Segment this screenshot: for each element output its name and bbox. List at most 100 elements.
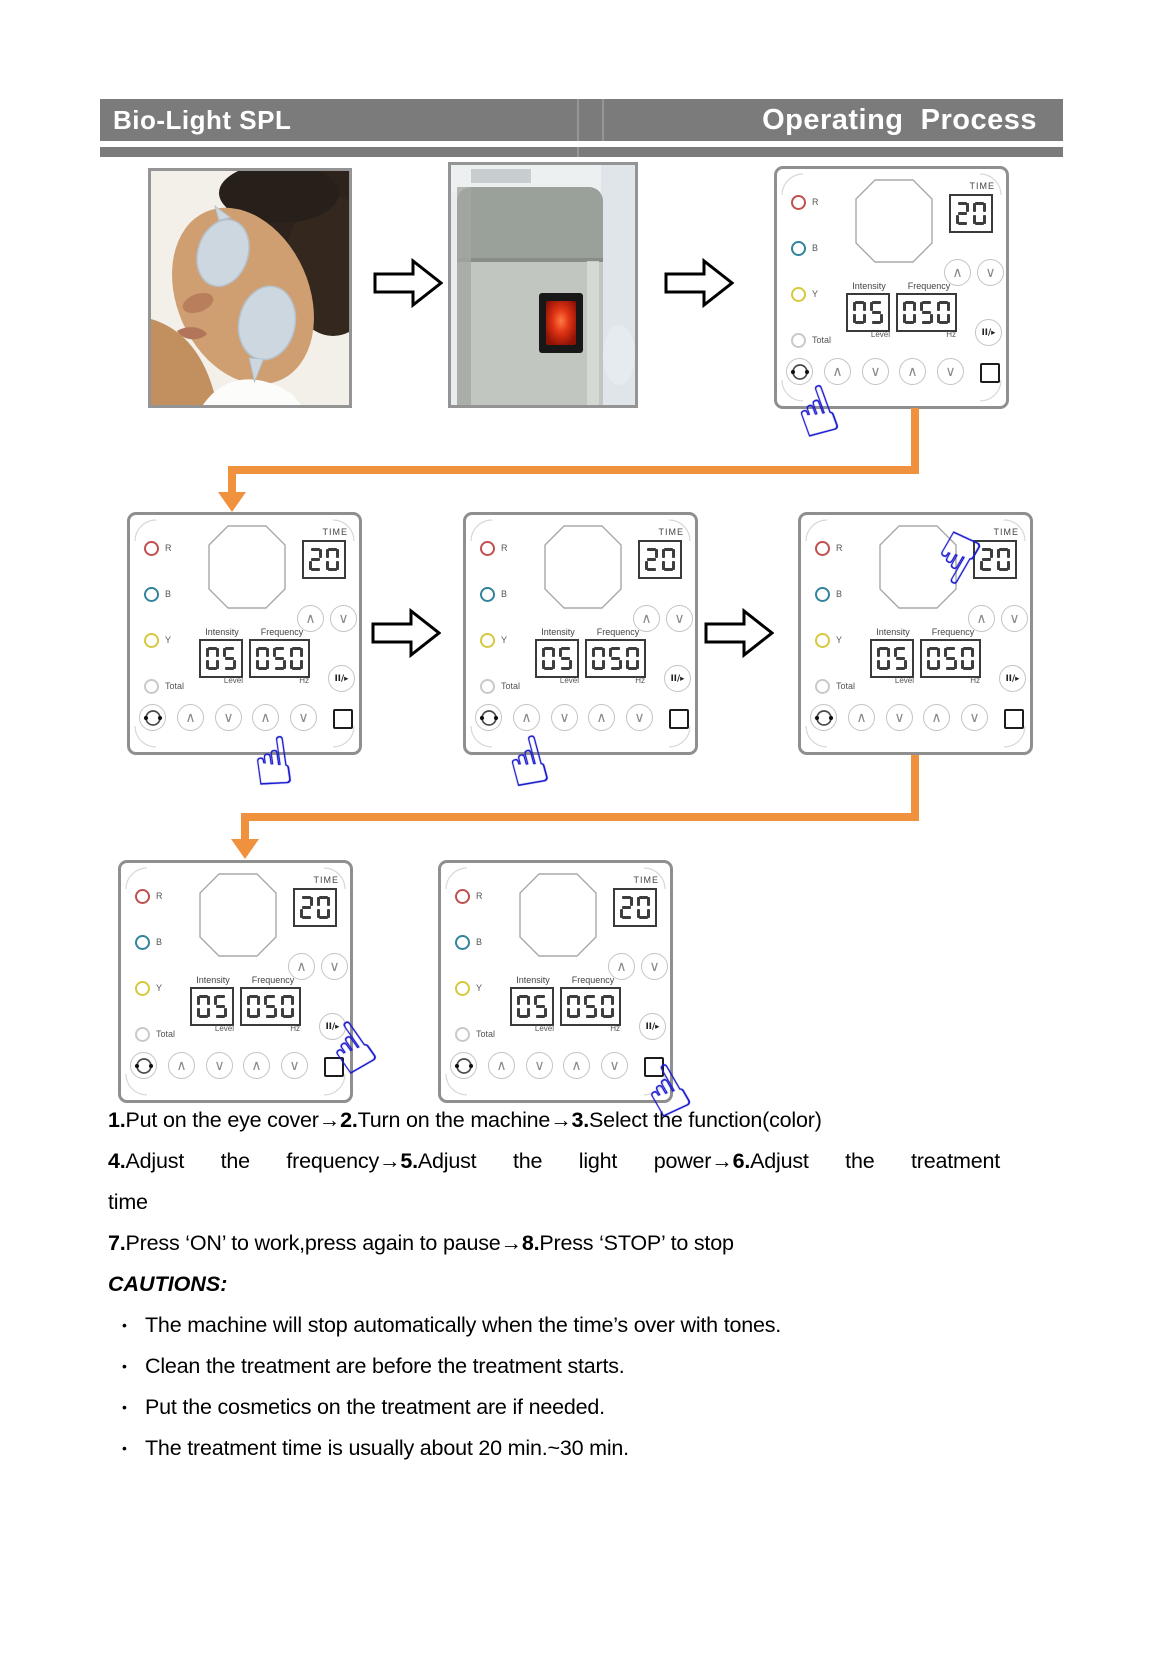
time-display (302, 540, 346, 579)
color-indicator-r: R (791, 194, 819, 210)
step-number: 2. (340, 1108, 358, 1132)
hz-unit-label: Hz (610, 1024, 620, 1033)
arrow-separator: → (711, 1149, 733, 1173)
seven-segment-digit (903, 301, 916, 324)
time-display (293, 888, 337, 927)
instruction-line: time (108, 1182, 1000, 1223)
indicator-ring-icon (480, 632, 495, 648)
time-up-button: ∧ (297, 605, 324, 632)
color-indicator-total: Total (144, 678, 184, 694)
time-up-button: ∧ (944, 259, 971, 286)
intensity-up-button: ∧ (168, 1052, 195, 1079)
seven-segment-digit (309, 548, 322, 571)
flow-arrow-icon (373, 257, 443, 309)
instruction-line: 7.Press ‘ON’ to work,press again to paus… (108, 1223, 1000, 1264)
indicator-ring-icon (135, 934, 150, 950)
time-display (973, 540, 1017, 579)
intensity-display (535, 639, 579, 678)
color-indicator-r: R (135, 888, 163, 904)
time-label: TIME (633, 875, 659, 885)
step-text: Press ‘STOP’ to stop (539, 1231, 734, 1255)
seven-segment-digit (961, 647, 974, 670)
time-up-button: ∧ (608, 953, 635, 980)
time-down-button: ∨ (321, 953, 348, 980)
seven-segment-digit (542, 647, 555, 670)
time-up-button: ∧ (968, 605, 995, 632)
level-unit-label: Level (214, 1024, 234, 1033)
seven-segment-digit (592, 647, 605, 670)
indicator-label: R (165, 543, 172, 553)
seven-segment-digit (584, 995, 597, 1018)
seven-segment-digit (264, 995, 277, 1018)
stop-button (1004, 709, 1024, 729)
indicator-ring-icon (455, 888, 470, 904)
eye-cover-illustration (151, 171, 349, 405)
indicator-label: R (836, 543, 843, 553)
caution-text: Clean the treatment are before the treat… (145, 1354, 625, 1378)
indicator-label: B (156, 937, 163, 947)
seven-segment-digit (980, 548, 993, 571)
indicator-ring-icon (135, 980, 150, 996)
instructions-text-block: 1.Put on the eye cover→2.Turn on the mac… (108, 1100, 1000, 1469)
frequency-display (560, 987, 621, 1026)
cycle-icon (143, 709, 162, 726)
level-unit-label: Level (559, 676, 579, 685)
time-display (638, 540, 682, 579)
play-pause-button: II/▸ (639, 1013, 666, 1040)
level-unit-label: Level (534, 1024, 554, 1033)
seven-segment-digit (637, 896, 650, 919)
flow-connector-line (241, 813, 919, 821)
time-up-button: ∧ (288, 953, 315, 980)
time-label: TIME (658, 527, 684, 537)
indicator-label: R (812, 197, 819, 207)
flow-connector-line (241, 813, 249, 841)
frequency-display (920, 639, 981, 678)
arrow-separator: → (550, 1108, 572, 1132)
seven-segment-digit (620, 896, 633, 919)
color-indicator-total: Total (135, 1026, 175, 1042)
caution-item: •The treatment time is usually about 20 … (108, 1428, 1000, 1469)
color-indicator-y: Y (791, 286, 818, 302)
step-text: Put on the eye cover (125, 1108, 319, 1132)
caution-item: •Put the cosmetics on the treatment are … (108, 1387, 1000, 1428)
color-indicator-r: R (480, 540, 508, 556)
caution-text: The machine will stop automatically when… (145, 1313, 782, 1337)
flow-connector-line (228, 466, 236, 494)
play-pause-button: II/▸ (664, 665, 691, 692)
instruction-line: 1.Put on the eye cover→2.Turn on the mac… (108, 1100, 1000, 1141)
bullet-icon: • (122, 1358, 127, 1374)
time-display (613, 888, 657, 927)
function-select-button (130, 1052, 157, 1079)
indicator-ring-icon (480, 678, 495, 694)
play-pause-button: II/▸ (319, 1013, 346, 1040)
step-number: 7. (108, 1231, 126, 1255)
indicator-label: Total (476, 1029, 496, 1039)
indicator-label: R (501, 543, 508, 553)
intensity-down-button: ∨ (215, 704, 242, 731)
level-unit-label: Level (870, 330, 890, 339)
seven-segment-digit (626, 647, 639, 670)
stop-button (644, 1057, 664, 1077)
stop-button (324, 1057, 344, 1077)
intensity-up-button: ∧ (848, 704, 875, 731)
color-indicator-total: Total (455, 1026, 496, 1042)
caution-item: •The machine will stop automatically whe… (108, 1305, 1000, 1346)
indicator-ring-icon (135, 888, 150, 904)
header-divider (577, 99, 579, 141)
intensity-label: Intensity (196, 975, 230, 985)
indicator-ring-icon (144, 586, 159, 602)
caution-item: • Clean the treatment are before the trea… (108, 1346, 1000, 1387)
display-screen (544, 525, 622, 609)
indicator-ring-icon (815, 540, 830, 556)
color-indicator-r: R (144, 540, 172, 556)
indicator-label: Y (476, 983, 483, 993)
indicator-label: B (812, 243, 819, 253)
frequency-down-button: ∨ (937, 358, 964, 385)
indicator-ring-icon (815, 586, 830, 602)
flow-connector-arrowhead (231, 839, 259, 859)
seven-segment-digit (894, 647, 907, 670)
